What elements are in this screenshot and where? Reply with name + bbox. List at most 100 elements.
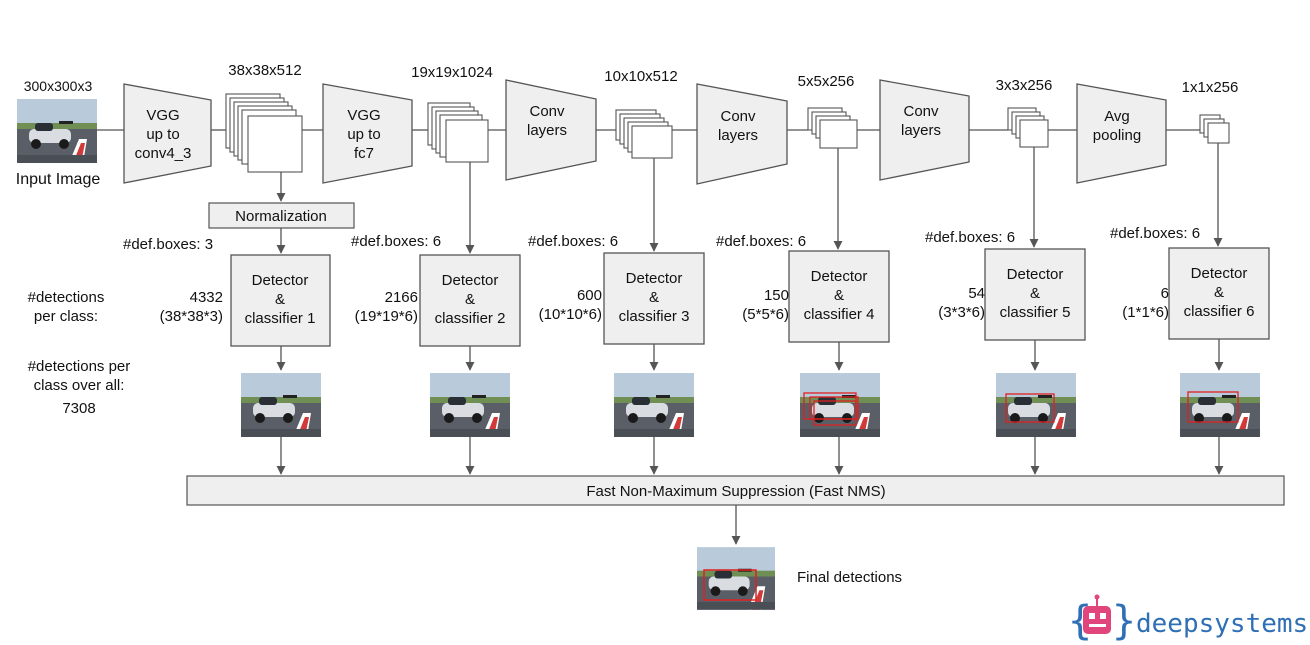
conv-layers-block-1: [505, 79, 597, 181]
conv-layers-block-2: [696, 83, 788, 185]
feature-map-10: [615, 109, 673, 159]
def-boxes-label-6: #def.boxes: 6: [1110, 225, 1200, 242]
network-blocks: [123, 79, 1167, 185]
detector-5-line-2: &: [1030, 285, 1040, 302]
detections-overall-total: 7308: [62, 400, 95, 417]
detector-labels: Detector & classifier 1 Detector & class…: [245, 265, 1255, 327]
feature-map-5: [807, 107, 858, 149]
def-boxes-label-2: #def.boxes: 6: [351, 233, 441, 250]
input-image-label: Input Image: [16, 171, 101, 188]
feature-map-1: [1199, 114, 1230, 144]
block-1-line-1: VGG: [146, 107, 179, 124]
detector-box-2: [419, 254, 521, 347]
feature-map-labels: 38x38x512 19x19x1024 10x10x512 5x5x256 3…: [228, 62, 1238, 96]
feature-map-label-6: 1x1x256: [1182, 79, 1239, 96]
block-labels: VGG up to conv4_3 VGG up to fc7 Conv lay…: [135, 103, 1142, 162]
block-5-line-1: Conv: [903, 103, 939, 120]
detector-box-3: [603, 252, 705, 345]
detector-4-line-1: Detector: [811, 268, 868, 285]
def-boxes-label-3: #def.boxes: 6: [528, 233, 618, 250]
feature-map-19: [427, 102, 489, 163]
vgg-fc7-block: [322, 83, 413, 184]
block-6-line-1: Avg: [1104, 108, 1130, 125]
block-5-line-2: layers: [901, 122, 941, 139]
detection-boxes-red: [803, 391, 1239, 426]
detections-overall-line-2: class over all:: [34, 377, 125, 394]
block-2-line-1: VGG: [347, 107, 380, 124]
detections-per-class-line-2: per class:: [34, 308, 98, 325]
final-detection-box: [703, 569, 757, 601]
feature-map-label-5: 3x3x256: [996, 77, 1053, 94]
block-2-line-2: up to: [347, 126, 380, 143]
detections-per-class-line-1: #detections: [28, 289, 105, 306]
detection-image-2: [430, 373, 510, 437]
block-3-line-1: Conv: [529, 103, 565, 120]
detection-count-2: 2166: [385, 289, 418, 306]
detection-formula-2: (19*19*6): [355, 308, 418, 325]
feature-map-label-2: 19x19x1024: [411, 64, 493, 81]
feature-map-label-3: 10x10x512: [604, 68, 677, 85]
block-1-line-3: conv4_3: [135, 145, 192, 162]
feature-map-label-4: 5x5x256: [798, 73, 855, 90]
detection-formula-6: (1*1*6): [1122, 304, 1169, 321]
block-6-line-2: pooling: [1093, 127, 1141, 144]
nms-arrows: [276, 437, 1224, 475]
detector-3-line-3: classifier 3: [619, 308, 690, 325]
detection-image-1: [241, 373, 321, 437]
detector-5-line-3: classifier 5: [1000, 304, 1071, 321]
logo-brace-right: }: [1112, 598, 1136, 644]
input-image: [17, 99, 97, 163]
vgg-conv4-block: [123, 83, 212, 184]
detector-4-line-2: &: [834, 287, 844, 304]
detection-count-1: 4332: [190, 289, 223, 306]
normalization-label: Normalization: [235, 208, 327, 225]
feature-map-38: [225, 93, 303, 173]
logo-text: deepsystems.io: [1136, 609, 1310, 639]
block-1-line-2: up to: [146, 126, 179, 143]
detections-overall-line-1: #detections per: [28, 358, 131, 375]
detector-box-1: [230, 254, 331, 347]
input-size-label: 300x300x3: [24, 78, 93, 94]
detection-counts: 4332 (38*38*3) 2166 (19*19*6) 600 (10*10…: [160, 285, 1169, 325]
detector-6-line-1: Detector: [1191, 265, 1248, 282]
robot-icon: [1083, 594, 1111, 634]
final-detections-label: Final detections: [797, 569, 902, 586]
detection-formula-5: (3*3*6): [938, 304, 985, 321]
feature-map-3: [1007, 107, 1049, 148]
detection-count-3: 600: [577, 287, 602, 304]
detector-1-line-2: &: [275, 291, 285, 308]
image-arrows: [276, 339, 1224, 371]
detector-5-line-1: Detector: [1007, 266, 1064, 283]
def-boxes-labels: #def.boxes: 3 #def.boxes: 6 #def.boxes: …: [123, 225, 1200, 253]
nms-label: Fast Non-Maximum Suppression (Fast NMS): [586, 483, 885, 500]
detector-3-line-1: Detector: [626, 270, 683, 287]
detector-2-line-1: Detector: [442, 272, 499, 289]
block-2-line-3: fc7: [354, 145, 374, 162]
detection-image-4: [800, 373, 880, 437]
block-4-line-2: layers: [718, 127, 758, 144]
detection-count-6: 6: [1161, 285, 1169, 302]
detection-count-4: 150: [764, 287, 789, 304]
avg-pooling-block: [1076, 83, 1167, 184]
detection-count-5: 54: [968, 285, 985, 302]
detector-1-line-1: Detector: [252, 272, 309, 289]
detector-2-line-3: classifier 2: [435, 310, 506, 327]
detector-1-line-3: classifier 1: [245, 310, 316, 327]
nms-box: [186, 475, 1285, 506]
deepsystems-logo: { } deepsystems.io: [1068, 594, 1310, 644]
detector-2-line-2: &: [465, 291, 475, 308]
def-boxes-label-1: #def.boxes: 3: [123, 236, 213, 253]
normalization-box: [208, 202, 355, 229]
def-boxes-label-4: #def.boxes: 6: [716, 233, 806, 250]
detection-image-5: [996, 373, 1076, 437]
feature-map-label-1: 38x38x512: [228, 62, 301, 79]
detector-6-line-3: classifier 6: [1184, 303, 1255, 320]
detection-images: [241, 373, 1260, 437]
conv-layers-block-3: [879, 79, 970, 181]
detector-6-line-2: &: [1214, 284, 1224, 301]
detector-arrows: [276, 143, 1223, 254]
detection-formula-1: (38*38*3): [160, 308, 223, 325]
block-3-line-2: layers: [527, 122, 567, 139]
